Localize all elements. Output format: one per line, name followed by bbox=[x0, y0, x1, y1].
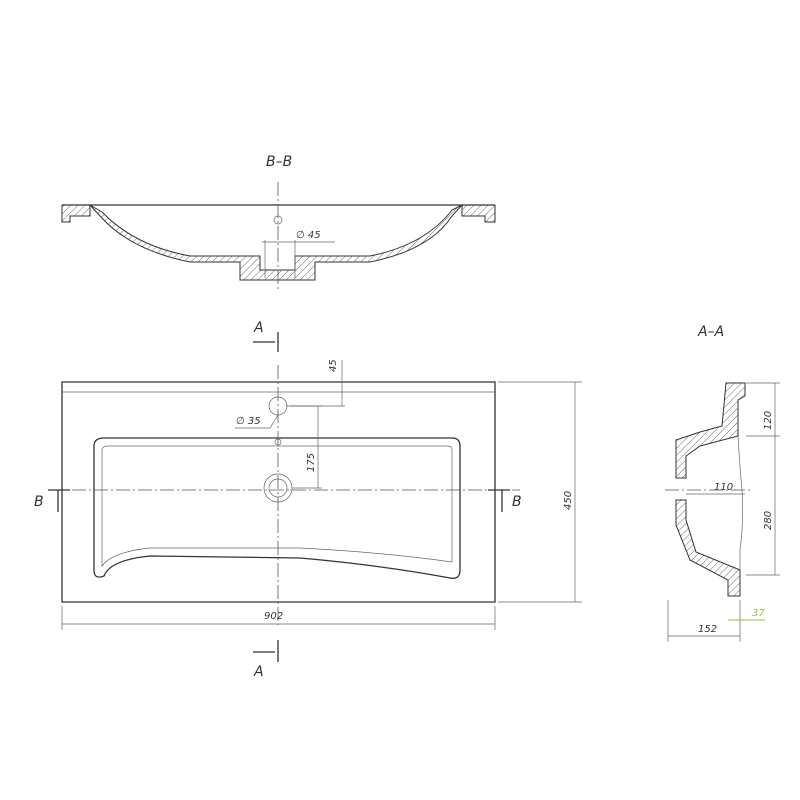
plan-dim-902-lines bbox=[61, 606, 496, 630]
plan-dim-35-leader bbox=[235, 414, 279, 429]
plan-dim-175: 175 bbox=[306, 453, 317, 472]
aa-dim-vert-lines bbox=[746, 382, 780, 576]
cut-b-right-label: B bbox=[512, 494, 522, 510]
bb-bowl-shell bbox=[89, 204, 463, 281]
aa-dim-120: 120 bbox=[763, 411, 774, 430]
aa-dim-152: 152 bbox=[698, 624, 717, 635]
plan-dim-175-lines bbox=[286, 405, 322, 489]
section-aa-view: A–A 120 280 110 152 37 bbox=[665, 324, 780, 642]
aa-profile-top bbox=[675, 382, 746, 479]
bb-left-rim bbox=[61, 204, 91, 223]
cut-b-left-marker bbox=[48, 489, 70, 512]
plan-dim-902: 902 bbox=[264, 611, 283, 622]
plan-bowl-inner bbox=[101, 445, 453, 568]
plan-dim-450-lines bbox=[498, 381, 582, 603]
bb-right-rim bbox=[461, 204, 496, 223]
plan-dim-450: 450 bbox=[563, 491, 574, 510]
bb-drain-hole bbox=[264, 240, 296, 278]
cut-a-top-marker bbox=[253, 332, 279, 352]
aa-bowl-line bbox=[737, 435, 744, 570]
section-bb-title: B–B bbox=[266, 154, 292, 170]
plan-view: 45 ∅ 35 175 902 450 A A B B bbox=[34, 320, 582, 680]
cut-b-right-marker bbox=[488, 489, 510, 512]
plan-dim-35: ∅ 35 bbox=[236, 416, 261, 427]
section-bb-view: B–B ∅ 45 bbox=[61, 154, 496, 290]
section-aa-title: A–A bbox=[697, 324, 724, 340]
bb-hole-dim: ∅ 45 bbox=[296, 230, 321, 241]
aa-dim-37: 37 bbox=[752, 608, 765, 619]
cut-b-left-label: B bbox=[34, 494, 44, 510]
cut-a-top-label: A bbox=[253, 320, 264, 336]
aa-dim-110: 110 bbox=[714, 482, 733, 493]
cut-a-bottom-marker bbox=[253, 640, 279, 662]
plan-outline bbox=[61, 381, 496, 603]
cut-a-bottom-label: A bbox=[253, 664, 264, 680]
aa-profile-bottom bbox=[675, 499, 741, 597]
plan-dim-45: 45 bbox=[328, 359, 339, 372]
aa-dim-280: 280 bbox=[763, 511, 774, 530]
bb-overflow-hole bbox=[273, 215, 283, 225]
aa-dim-152-lines bbox=[667, 600, 741, 642]
plan-bowl-outline bbox=[93, 437, 461, 579]
